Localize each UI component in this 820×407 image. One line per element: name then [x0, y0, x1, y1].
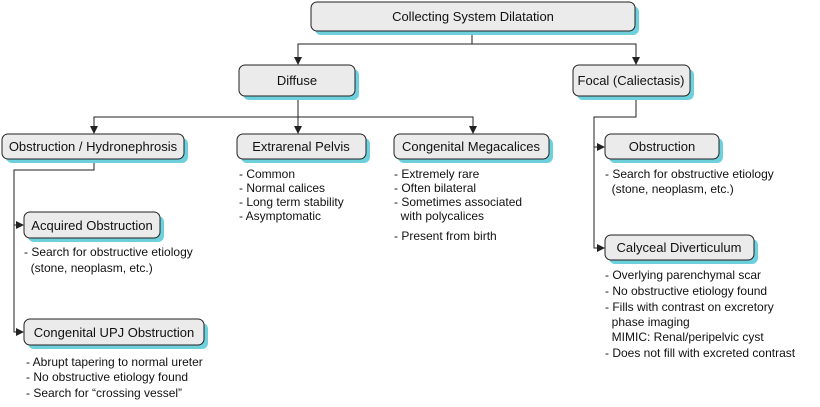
note-line: with polycalices: [394, 209, 484, 223]
note-line: - Overlying parenchymal scar: [605, 268, 761, 282]
connectors: [13, 31, 640, 336]
congenital-upj-obstruction-notes: - Abrupt tapering to normal ureter - No …: [26, 355, 203, 400]
note-line: MIMIC: Renal/peripelvic cyst: [605, 330, 764, 344]
diffuse-node: Diffuse: [238, 64, 359, 100]
calyceal-diverticulum-notes: - Overlying parenchymal scar - No obstru…: [605, 268, 796, 360]
congenital-megacalices-node: Congenital Megacalices: [393, 133, 553, 163]
extrarenal-pelvis-notes: - Common - Normal calices - Long term st…: [239, 167, 344, 223]
calyceal-diverticulum-label: Calyceal Diverticulum: [617, 240, 742, 255]
note-line: (stone, neoplasm, etc.): [24, 261, 153, 275]
note-line: - Search for obstructive etiology: [605, 167, 774, 181]
focal-obstruction-label: Obstruction: [629, 139, 695, 154]
note-line: - Extremely rare: [394, 167, 480, 181]
note-line: - Fills with contrast on excretory: [605, 300, 774, 314]
note-line: - Search for obstructive etiology: [24, 245, 193, 259]
note-line: - Abrupt tapering to normal ureter: [26, 355, 203, 369]
connector-focal-diverticulum: [593, 147, 605, 252]
congenital-megacalices-label: Congenital Megacalices: [402, 139, 541, 154]
note-line: - Often bilateral: [394, 181, 476, 195]
note-line: - Sometimes associated: [394, 195, 522, 209]
congenital-megacalices-notes: - Extremely rare - Often bilateral - Som…: [394, 167, 522, 243]
focal-obstruction-notes: - Search for obstructive etiology (stone…: [605, 167, 774, 196]
note-line: - Long term stability: [239, 195, 344, 209]
congenital-upj-obstruction-node: Congenital UPJ Obstruction: [23, 318, 208, 349]
connector-hydro-acquired: [13, 159, 95, 229]
root-node-label: Collecting System Dilatation: [392, 9, 554, 24]
congenital-upj-obstruction-label: Congenital UPJ Obstruction: [34, 325, 194, 340]
obstruction-hydronephrosis-label: Obstruction / Hydronephrosis: [9, 139, 178, 154]
focal-node-label: Focal (Caliectasis): [578, 73, 685, 88]
root-node: Collecting System Dilatation: [310, 1, 639, 35]
connector-diffuse-obstruction: [90, 98, 299, 134]
focal-node: Focal (Caliectasis): [572, 64, 694, 100]
extrarenal-pelvis-label: Extrarenal Pelvis: [252, 139, 350, 154]
connector-focal-obstruction: [593, 98, 637, 151]
connector-root-focal: [472, 43, 640, 65]
note-line: - Normal calices: [239, 181, 325, 195]
calyceal-diverticulum-node: Calyceal Diverticulum: [604, 234, 758, 264]
extrarenal-pelvis-node: Extrarenal Pelvis: [236, 133, 370, 163]
note-line: - Present from birth: [394, 229, 497, 243]
note-line: - No obstructive etiology found: [605, 284, 767, 298]
diffuse-node-label: Diffuse: [277, 73, 317, 88]
note-line: - Asymptomatic: [239, 209, 321, 223]
note-line: - Common: [239, 167, 295, 181]
acquired-obstruction-notes: - Search for obstructive etiology (stone…: [24, 245, 193, 275]
connector-diffuse-megacalices: [298, 116, 477, 134]
note-line: - Does not fill with excreted contrast: [605, 346, 796, 360]
connector-root-diffuse: [294, 31, 473, 65]
note-line: phase imaging: [605, 315, 690, 329]
focal-obstruction-node: Obstruction: [604, 133, 723, 163]
note-line: (stone, neoplasm, etc.): [605, 182, 734, 196]
connector-hydro-upj: [13, 225, 24, 336]
acquired-obstruction-node: Acquired Obstruction: [23, 211, 164, 242]
acquired-obstruction-label: Acquired Obstruction: [31, 218, 152, 233]
note-line: - No obstructive etiology found: [26, 370, 188, 384]
obstruction-hydronephrosis-node: Obstruction / Hydronephrosis: [1, 133, 188, 163]
note-line: - Search for “crossing vessel”: [26, 386, 182, 400]
